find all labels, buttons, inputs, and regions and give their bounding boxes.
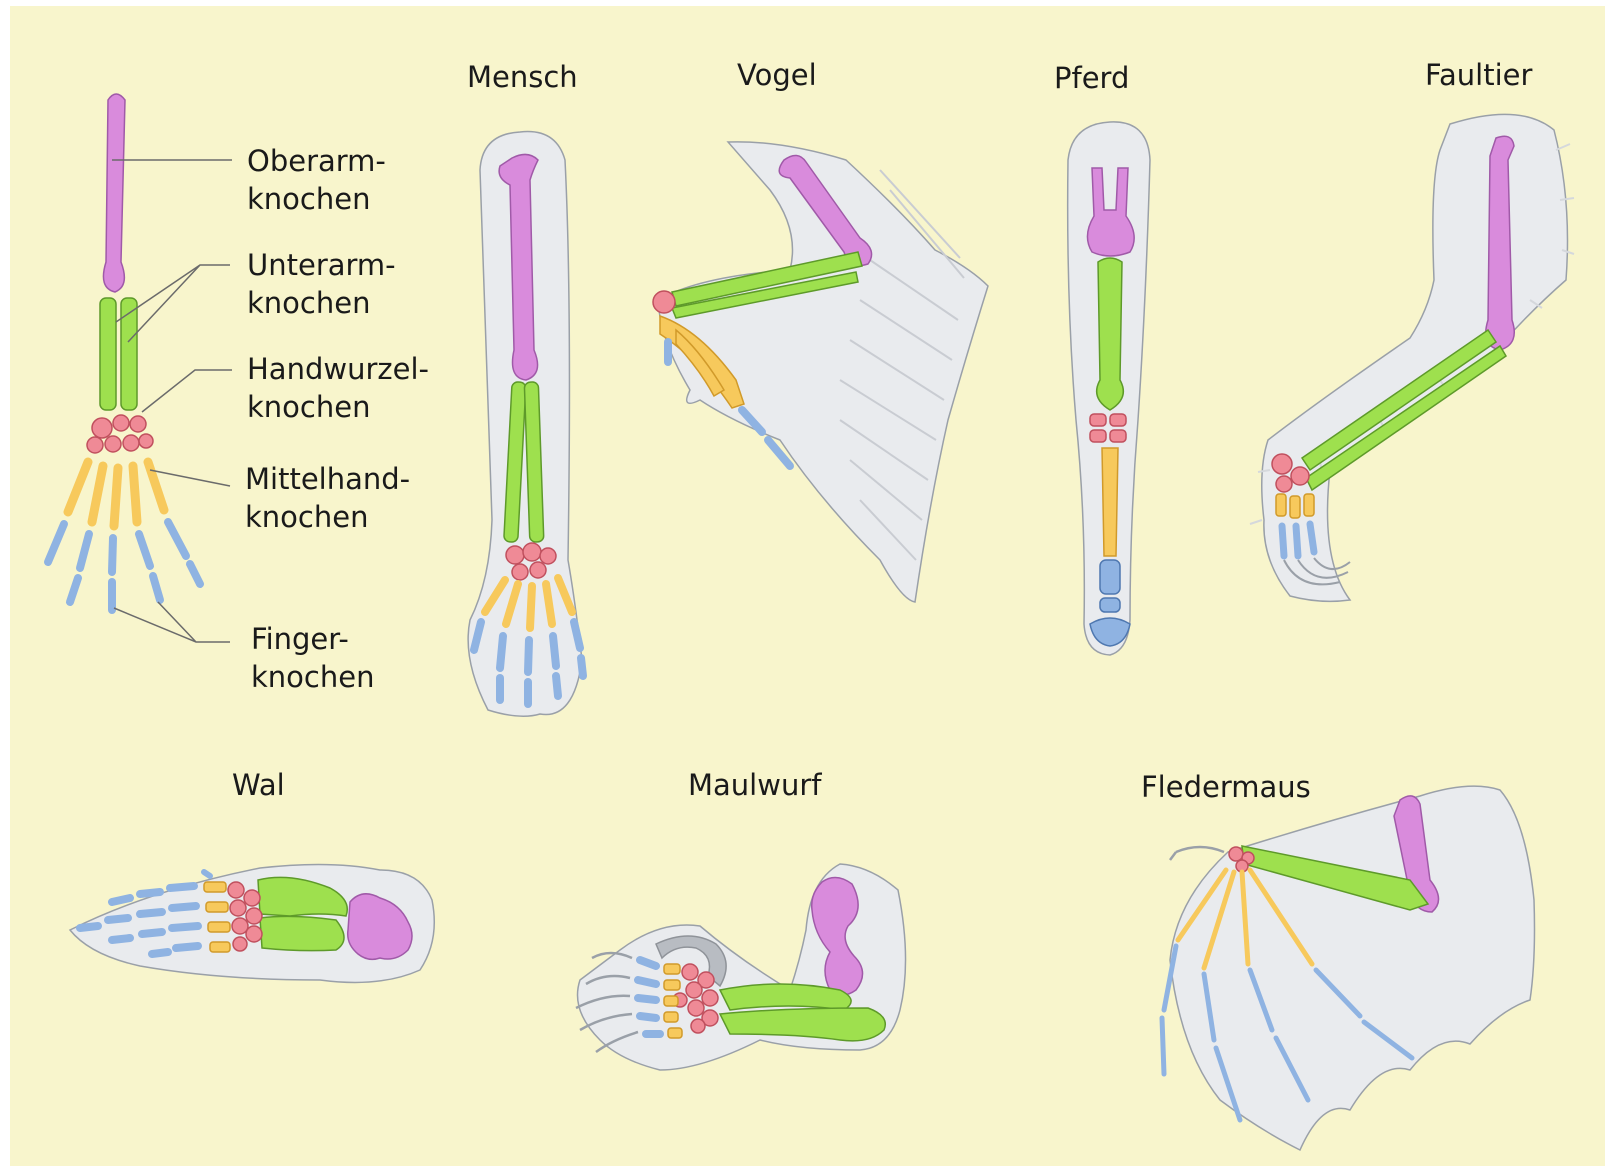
- animal-label-mensch: Mensch: [467, 63, 578, 92]
- bird-wing: [653, 142, 988, 602]
- carpal-bones: [87, 415, 153, 453]
- bat-wing: [1162, 786, 1535, 1150]
- label-handwurzelknochen: Handwurzel- knochen: [247, 350, 429, 426]
- label-oberarmknochen: Oberarm- knochen: [247, 142, 386, 218]
- animal-label-vogel: Vogel: [737, 61, 817, 90]
- humerus-bone: [103, 94, 125, 292]
- human-arm: [468, 132, 583, 717]
- forearm-bone: [100, 298, 116, 410]
- horse-leg: [1068, 122, 1150, 655]
- finger-bones: [48, 522, 200, 610]
- reference-skeleton: [48, 94, 232, 642]
- metacarpal-bones: [68, 462, 164, 526]
- sloth-arm: [1250, 114, 1574, 601]
- forearm-bone: [121, 298, 137, 410]
- label-unterarmknochen: Unterarm- knochen: [247, 246, 396, 322]
- animal-label-wal: Wal: [232, 771, 285, 800]
- mole-forelimb: [576, 864, 906, 1070]
- leader-line: [150, 470, 230, 486]
- animal-label-faultier: Faultier: [1425, 61, 1532, 90]
- animal-label-maulwurf: Maulwurf: [688, 771, 821, 800]
- label-fingerknochen: Finger- knochen: [251, 620, 374, 696]
- animal-label-fledermaus: Fledermaus: [1141, 773, 1311, 802]
- animal-label-pferd: Pferd: [1054, 64, 1129, 93]
- whale-flipper: [70, 864, 434, 982]
- label-mittelhandknochen: Mittelhand- knochen: [245, 460, 410, 536]
- leader-line: [142, 370, 232, 412]
- leader-line: [114, 602, 230, 642]
